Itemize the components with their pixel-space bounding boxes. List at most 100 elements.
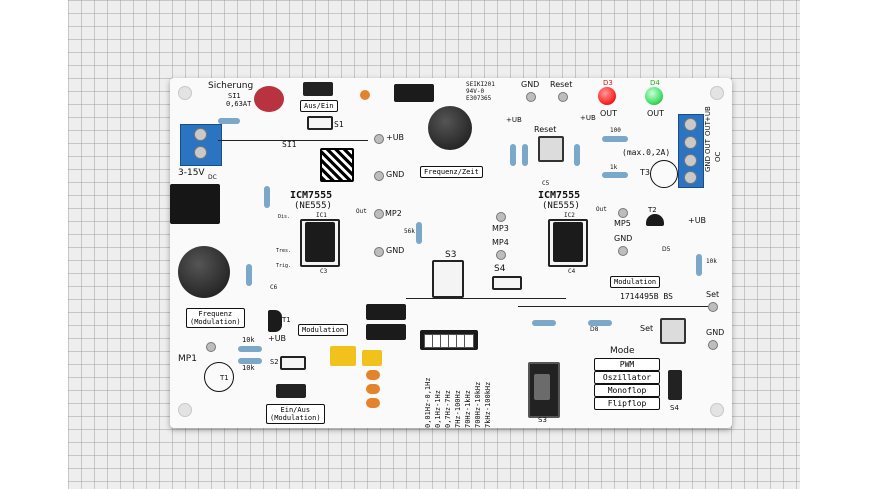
label-ub-mid: +UB bbox=[506, 116, 522, 124]
label-ic1-out: Out bbox=[356, 208, 367, 215]
label-supply-range: 3-15V bbox=[178, 168, 205, 178]
mode-option-monoflop: Monoflop bbox=[594, 384, 660, 397]
label-terminal-out-2: OUT bbox=[704, 121, 712, 136]
small-cap-orange-top bbox=[360, 90, 370, 100]
orange-cap-1 bbox=[366, 370, 380, 380]
reset-pad-2 bbox=[558, 92, 568, 102]
modulation-frequency-potentiometer[interactable] bbox=[178, 246, 230, 298]
mp4-pad bbox=[496, 250, 506, 260]
label-set-btn: Set bbox=[640, 324, 654, 333]
slide-switch-s4[interactable] bbox=[668, 370, 682, 400]
resistor-bottom-1 bbox=[532, 320, 556, 326]
label-mp3: MP3 bbox=[492, 224, 509, 233]
label-ic2-alt: (NE555) bbox=[542, 201, 580, 211]
label-t1-bottom: T1 bbox=[220, 374, 229, 382]
led-red-d3 bbox=[598, 87, 616, 105]
electrolytic-cap-mid-2 bbox=[366, 324, 406, 340]
mounting-hole-tl bbox=[178, 86, 192, 100]
label-oc: OC bbox=[714, 151, 722, 162]
reset-pad-1 bbox=[526, 92, 536, 102]
label-d8: D8 bbox=[590, 326, 599, 333]
reset-button[interactable] bbox=[538, 136, 564, 162]
mode-option-oszillator: Oszillator bbox=[594, 371, 660, 384]
mp5-pad bbox=[618, 208, 628, 218]
label-t3: T3 bbox=[640, 168, 650, 177]
s3-header bbox=[432, 260, 464, 298]
set-button[interactable] bbox=[660, 318, 686, 344]
transistor-t3-symbol bbox=[650, 160, 678, 188]
label-terminal-out-1: OUT bbox=[704, 139, 712, 154]
modulation-switch[interactable] bbox=[276, 384, 306, 398]
label-56k: 56k bbox=[404, 228, 415, 235]
label-modulation-line: (Modulation) bbox=[190, 318, 241, 326]
dc-jack bbox=[170, 184, 220, 224]
dip-6[interactable] bbox=[464, 334, 474, 348]
film-cap-yellow-2 bbox=[362, 350, 382, 366]
label-c5: C5 bbox=[542, 180, 550, 187]
resistor-10k-1 bbox=[238, 346, 262, 352]
label-c4: C4 bbox=[568, 268, 576, 275]
resistor-v-5 bbox=[574, 144, 580, 166]
resistor-v-6 bbox=[416, 222, 422, 244]
label-mp2: MP2 bbox=[385, 209, 402, 218]
label-ic2: IC2 bbox=[564, 212, 575, 219]
mounting-hole-bl bbox=[178, 403, 192, 417]
gnd-pad-right bbox=[618, 246, 628, 256]
label-frequenz-line: Frequenz bbox=[198, 310, 233, 318]
datamatrix-code bbox=[320, 148, 354, 182]
terminal-screw-1 bbox=[194, 128, 207, 141]
label-sicherung: Sicherung bbox=[208, 81, 254, 91]
label-ein-aus-modulation: Ein/Aus (Modulation) bbox=[266, 404, 325, 424]
label-gnd-br: GND bbox=[706, 328, 725, 337]
label-ic1-name: ICM7555 bbox=[290, 190, 333, 201]
label-dc: DC bbox=[208, 174, 217, 181]
label-out-d4: OUT bbox=[647, 109, 665, 118]
label-freq-range-5: 70Hz-1kHz bbox=[464, 390, 472, 428]
resistor-100 bbox=[602, 136, 628, 142]
trace-2 bbox=[518, 306, 708, 307]
label-frequenz-modulation: Frequenz (Modulation) bbox=[186, 308, 245, 328]
label-ub-right: +UB bbox=[688, 216, 707, 225]
label-set-right: Set bbox=[706, 290, 720, 299]
mode-option-flipflop: Flipflop bbox=[594, 397, 660, 410]
label-t1-top: T1 bbox=[282, 316, 291, 324]
output-screw-3 bbox=[684, 154, 697, 167]
label-ic1-alt: (NE555) bbox=[294, 201, 332, 211]
label-aus-ein: Aus/Ein bbox=[300, 100, 338, 112]
film-cap-yellow-1 bbox=[330, 346, 356, 366]
mp2-pad bbox=[374, 209, 384, 219]
mounting-hole-br bbox=[710, 403, 724, 417]
frequency-time-potentiometer[interactable] bbox=[428, 106, 472, 150]
label-gnd-mid-1: GND bbox=[386, 170, 405, 179]
label-c6: C6 bbox=[270, 284, 278, 291]
label-mp1: MP1 bbox=[178, 354, 197, 364]
mp3-pad bbox=[496, 212, 506, 222]
label-ub-top-right: +UB bbox=[580, 114, 596, 122]
resistor-v-4 bbox=[522, 144, 528, 166]
output-screw-4 bbox=[684, 171, 697, 184]
label-freq-range-6: 700Hz-10kHz bbox=[474, 381, 482, 428]
output-screw-1 bbox=[684, 118, 697, 131]
gnd-pad-mid-1 bbox=[374, 171, 384, 181]
label-s4-top: S4 bbox=[494, 264, 506, 274]
pcb-board: Sicherung SI1 0,63AT Aus/Ein S1 SEIKI201… bbox=[170, 78, 732, 428]
ub-pad-1 bbox=[374, 134, 384, 144]
mode-slide-knob[interactable] bbox=[534, 374, 550, 400]
power-switch[interactable] bbox=[303, 82, 333, 96]
label-gnd-top: GND bbox=[521, 80, 540, 89]
label-gnd-right: GND bbox=[614, 234, 633, 243]
label-s3-bottom: S3 bbox=[538, 416, 547, 424]
resistor-right-10k bbox=[696, 254, 702, 276]
orange-cap-2 bbox=[366, 384, 380, 394]
label-frequenz-zeit: Frequenz/Zeit bbox=[420, 166, 483, 178]
label-mfg-3: E307365 bbox=[466, 95, 492, 102]
gnd-pad-br bbox=[708, 340, 718, 350]
resistor-v-3 bbox=[510, 144, 516, 166]
transistor-t1 bbox=[268, 310, 282, 332]
label-d3: D3 bbox=[603, 79, 613, 87]
resistor-bottom-2 bbox=[588, 320, 612, 326]
mp1-pad bbox=[206, 342, 216, 352]
resistor-v-1 bbox=[264, 186, 270, 208]
transistor-t1-symbol bbox=[204, 362, 234, 392]
ic2-chip bbox=[553, 222, 583, 262]
